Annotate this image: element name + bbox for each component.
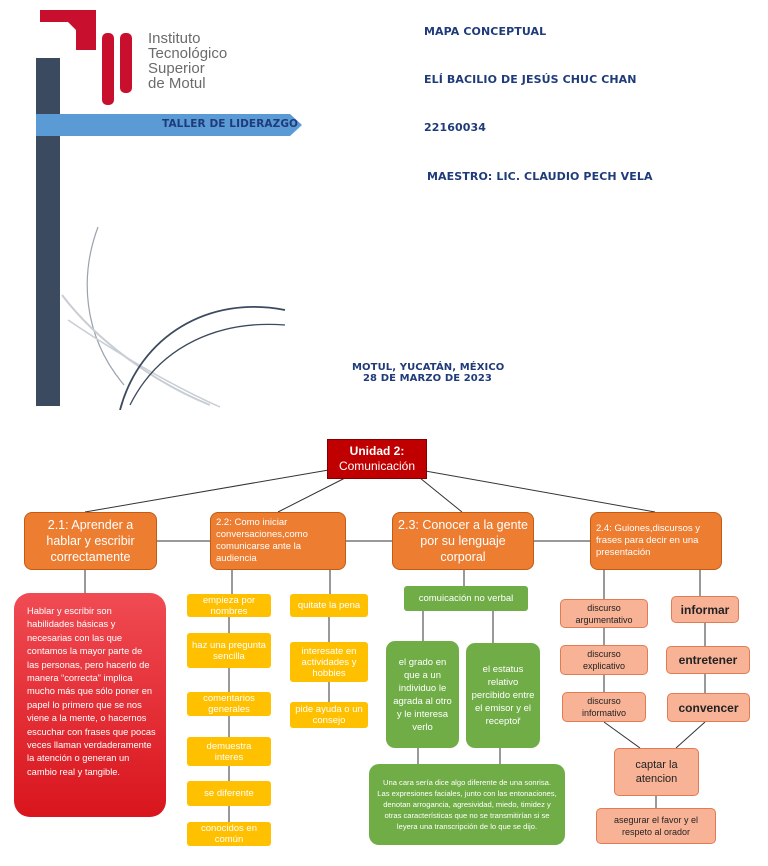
student-name: ELÍ BACILIO DE JESÚS CHUC CHAN xyxy=(424,73,637,86)
nonverbal-detail: el estatus relativo percibido entre el e… xyxy=(466,643,540,748)
logo-line: de Motul xyxy=(148,75,206,92)
institute-name: Instituto Tecnológico Superior de Motul xyxy=(148,31,227,91)
banner-arrow-shape xyxy=(36,114,302,136)
root-line-2: Comunicación xyxy=(338,459,416,473)
tip-item: conocidos en común xyxy=(187,822,271,846)
logo-line: Superior xyxy=(148,60,205,77)
speech-type: discurso informativo xyxy=(562,692,646,722)
speech-outcome: asegurar el favor y el respeto al orador xyxy=(596,808,716,844)
tip-item: empieza por nombres xyxy=(187,594,271,617)
tip-item: comentarios generales xyxy=(187,692,271,716)
speech-type: discurso argumentativo xyxy=(560,599,648,628)
student-id: 22160034 xyxy=(424,121,487,134)
tip-item: haz una pregunta sencilla xyxy=(187,633,271,668)
tip-item: demuestra interes xyxy=(187,737,271,766)
tip-item: interesate en actividades y hobbies xyxy=(290,642,368,682)
section-2-2: 2.2: Como iniciar conversaciones,como co… xyxy=(210,512,346,570)
speech-purpose: entretener xyxy=(666,646,750,674)
nonverbal-detail: el grado en que a un individuo le agrada… xyxy=(386,641,459,748)
tip-item: pide ayuda o un consejo xyxy=(290,702,368,728)
tip-item: se diferente xyxy=(187,781,271,806)
nonverbal-example: Una cara sería dice algo diferente de un… xyxy=(369,764,565,845)
section-2-1-description: Hablar y escribir son habilidades básica… xyxy=(14,593,166,817)
root-node: Unidad 2: Comunicación xyxy=(327,439,427,479)
speech-purpose: convencer xyxy=(667,693,750,722)
decorative-curves xyxy=(61,226,286,410)
section-2-1: 2.1: Aprender a hablar y escribir correc… xyxy=(24,512,157,570)
date: 28 DE MARZO DE 2023 xyxy=(363,373,492,384)
speech-type: discurso explicativo xyxy=(560,645,648,675)
logo-line: Tecnológico xyxy=(148,45,228,62)
root-line-1: Unidad 2: xyxy=(349,444,405,458)
logo-line: Instituto xyxy=(148,30,201,47)
document-type: MAPA CONCEPTUAL xyxy=(424,25,547,38)
speech-purpose: informar xyxy=(671,596,739,623)
institute-logo-icon xyxy=(40,10,132,105)
banner-label: TALLER DE LIDERAZGO xyxy=(162,118,299,130)
nonverbal-header: comuicación no verbal xyxy=(404,586,528,611)
section-2-3: 2.3: Conocer a la gente por su lenguaje … xyxy=(392,512,534,570)
teacher-name: MAESTRO: LIC. CLAUDIO PECH VELA xyxy=(427,170,653,183)
tip-item: quitate la pena xyxy=(290,594,368,617)
cover-page: Instituto Tecnológico Superior de Motul … xyxy=(0,0,768,410)
section-2-4: 2.4: Guiones,discursos y frases para dec… xyxy=(590,512,722,570)
speech-goal: captar la atencion xyxy=(614,748,699,796)
location: MOTUL, YUCATÁN, MÉXICO xyxy=(352,362,505,373)
